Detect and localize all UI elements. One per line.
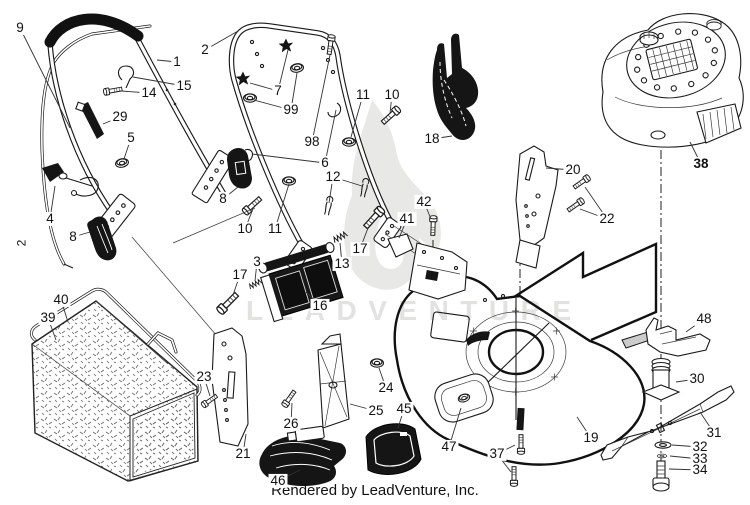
engine-bracket-bolt (571, 173, 592, 191)
leader-line (584, 186, 608, 220)
cable-tie (75, 101, 104, 139)
engine-bracket-bolt (565, 196, 586, 214)
engine-fuel-cap (706, 19, 722, 31)
engine-crankshaft-boss (650, 130, 666, 140)
handle-knob-housing (227, 148, 252, 189)
engine-muffler (696, 103, 742, 144)
leader-line (249, 82, 279, 92)
lock-washer (656, 453, 668, 459)
blade-adapter (641, 357, 681, 401)
engine (601, 13, 744, 148)
control-lever (432, 33, 479, 141)
leader-line (277, 49, 289, 92)
handle-bracket-right (191, 149, 235, 204)
leader-line (431, 135, 453, 140)
hinge-bolt (215, 290, 241, 316)
leader-line (253, 99, 292, 111)
cable-clip (327, 102, 342, 118)
leader-line (102, 116, 121, 125)
flange-nut (242, 93, 258, 103)
leader-line (290, 72, 298, 111)
flange-nut (289, 62, 305, 74)
leader-line (156, 59, 178, 63)
engine-bracket (515, 145, 559, 269)
flange-nut (369, 358, 385, 368)
engine-oil-cap (639, 31, 659, 46)
leader-line (19, 27, 71, 129)
leader-line (242, 433, 247, 455)
leader-line (49, 185, 56, 220)
flange-nut (341, 137, 357, 147)
leader-line (671, 444, 701, 448)
mulch-plug (365, 423, 422, 475)
deck-baffle (387, 233, 414, 258)
mower-deck (393, 242, 658, 466)
leader-line (675, 378, 698, 383)
handle-bolt (102, 85, 123, 97)
bag-frame (29, 287, 202, 397)
leader-line (324, 109, 337, 164)
deck-tab (516, 407, 525, 431)
blade-adapter-bracket (621, 317, 711, 357)
leader-line (251, 153, 326, 164)
assembly-lines (131, 207, 447, 337)
cable-hook (117, 65, 135, 89)
cotter-pin (323, 195, 334, 217)
deflector-shield (259, 425, 346, 487)
star-knob (278, 38, 294, 53)
leader-line (290, 402, 293, 425)
deck-cover-plate (434, 373, 494, 423)
leader-line (232, 274, 241, 296)
t-knob (42, 163, 99, 197)
mower-blade (600, 385, 735, 461)
grass-bag (31, 300, 199, 482)
leader-line (668, 468, 701, 471)
panel-bolt (280, 388, 298, 409)
handle-lever-left (87, 216, 117, 261)
leader-line (349, 403, 377, 412)
leader-line (274, 183, 290, 230)
leader-line (339, 242, 343, 265)
support-bracket (211, 327, 249, 447)
flange-nut (114, 156, 130, 170)
leader-line (699, 411, 715, 434)
leader-line (254, 261, 258, 282)
side-panel (317, 333, 350, 429)
blade-washer (654, 441, 672, 449)
blade-bolt (652, 460, 670, 492)
leader-line (123, 137, 132, 160)
leader-line (685, 318, 705, 333)
handle-grip (44, 13, 144, 48)
leader-line (579, 208, 608, 220)
leader-line (203, 376, 211, 397)
flange-nut (281, 176, 297, 186)
leader-line (378, 367, 387, 389)
leader-line (72, 231, 91, 238)
leader-line (311, 54, 331, 143)
leader-line (669, 455, 701, 460)
footer-credit: Rendered by LeadVenture, Inc. (271, 482, 479, 499)
leader-line (120, 90, 150, 94)
engine-recoil-shroud (626, 21, 726, 99)
lower-handle (228, 22, 395, 250)
